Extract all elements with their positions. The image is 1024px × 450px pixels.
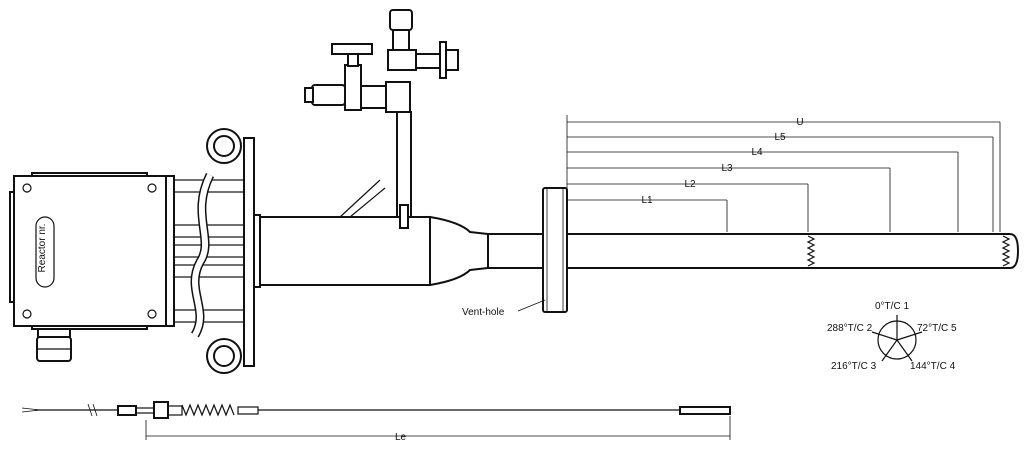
tc1-label: 0°T/C 1 xyxy=(875,301,909,312)
terminal-box: Reactor nr. xyxy=(9,172,175,362)
dimension-u: U xyxy=(796,117,803,128)
thermocouple-insert: Le xyxy=(21,401,731,443)
le-dimension-label: Le xyxy=(395,432,407,443)
dimension-l4: L4 xyxy=(751,147,763,158)
lifting-eyes xyxy=(206,128,242,374)
valve-assembly xyxy=(304,9,459,229)
dimension-l3: L3 xyxy=(721,163,733,174)
dimension-l5: L5 xyxy=(774,132,786,143)
dimension-l2: L2 xyxy=(684,179,696,190)
thermocouple-layout: 0°T/C 1 288°T/C 2 72°T/C 5 216°T/C 3 144… xyxy=(827,301,957,372)
tc2-label: 288°T/C 2 xyxy=(827,323,873,334)
tc4-label: 144°T/C 4 xyxy=(910,361,956,372)
probe xyxy=(566,233,1020,269)
tc5-label: 72°T/C 5 xyxy=(917,323,957,334)
standoff-tubes xyxy=(173,172,245,338)
vent-hole-label: Vent-hole xyxy=(462,307,505,318)
reactor-nr-label: Reactor nr. xyxy=(37,224,48,273)
mounting-flange xyxy=(243,137,255,367)
tc3-label: 216°T/C 3 xyxy=(831,361,877,372)
dimension-l1: L1 xyxy=(641,195,653,206)
dimension-lines: U L5 L4 L3 L2 L1 xyxy=(566,115,1001,232)
